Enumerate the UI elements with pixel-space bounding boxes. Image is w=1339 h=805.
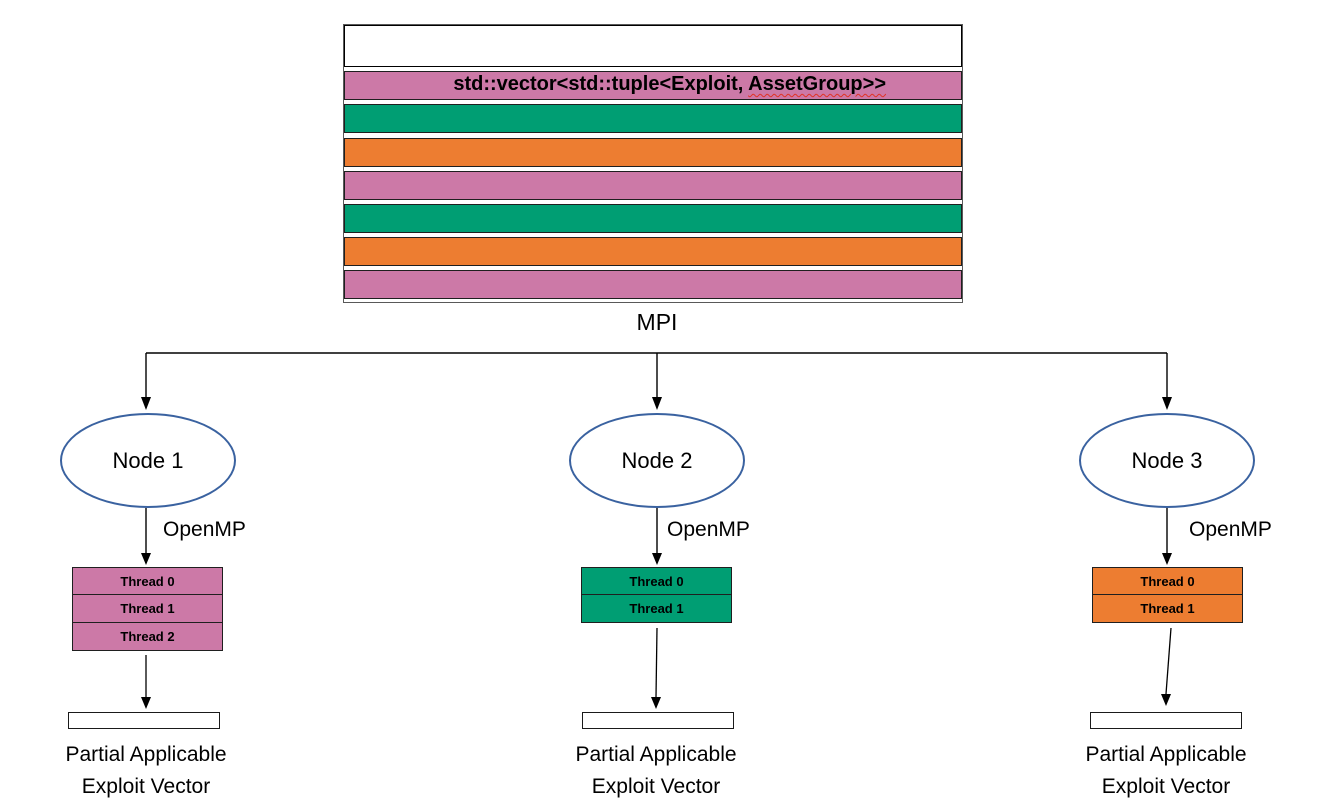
node-3-caption: Partial Applicable Exploit Vector xyxy=(1036,739,1296,803)
vector-entry-orange xyxy=(344,237,962,267)
caption-line: Exploit Vector xyxy=(1101,775,1231,798)
caption-line: Exploit Vector xyxy=(591,775,721,798)
caption-line: Partial Applicable xyxy=(65,743,227,766)
threads-to-result-arrowheads xyxy=(141,694,1171,709)
node-1-openmp-label: OpenMP xyxy=(163,518,246,541)
caption-line: Exploit Vector xyxy=(81,775,211,798)
node-2-label: Node 2 xyxy=(621,447,693,473)
mpi-branch-arrowheads xyxy=(141,397,1172,410)
node-2-ellipse: Node 2 xyxy=(569,413,745,508)
vector-entry-green xyxy=(344,104,962,134)
thread-row: Thread 2 xyxy=(72,621,223,651)
node-to-threads-arrowheads xyxy=(141,553,1172,565)
node-2-openmp-label: OpenMP xyxy=(667,518,750,541)
vector-entry-pink xyxy=(344,170,962,200)
thread-row: Thread 1 xyxy=(72,594,223,624)
caption-line: Partial Applicable xyxy=(575,743,737,766)
node-3-label: Node 3 xyxy=(1131,447,1203,473)
thread-row: Thread 1 xyxy=(1092,594,1243,624)
thread-row: Thread 0 xyxy=(72,567,223,596)
node-1-result-box xyxy=(68,712,220,729)
vector-title-spellchecked-text: AssetGroup>> xyxy=(748,73,886,95)
vector-entry-pink xyxy=(344,270,962,300)
node-to-threads-connectors xyxy=(145,508,1168,553)
node-2-result-box xyxy=(582,712,734,729)
node-3-result-box xyxy=(1090,712,1242,729)
threads-to-result-connectors xyxy=(145,627,1172,698)
vector-entries xyxy=(344,71,962,300)
thread-row: Thread 0 xyxy=(1092,567,1243,596)
node-1-label: Node 1 xyxy=(112,447,184,473)
mpi-label: MPI xyxy=(636,309,678,335)
vector-box: std::vector<std::tuple<Exploit, AssetGro… xyxy=(343,24,963,304)
node-3-ellipse: Node 3 xyxy=(1079,413,1255,508)
vector-entry-pink xyxy=(344,71,962,101)
vector-title: std::vector<std::tuple<Exploit, AssetGro… xyxy=(344,25,962,95)
node-2-caption: Partial Applicable Exploit Vector xyxy=(526,739,786,803)
node-1-ellipse: Node 1 xyxy=(60,413,236,508)
thread-row: Thread 1 xyxy=(581,594,732,624)
node-3-openmp-label: OpenMP xyxy=(1189,518,1272,541)
vector-entry-orange xyxy=(344,137,962,167)
vector-entry-green xyxy=(344,203,962,233)
caption-line: Partial Applicable xyxy=(1085,743,1247,766)
node-1-caption: Partial Applicable Exploit Vector xyxy=(16,739,276,803)
mpi-branch-connector xyxy=(145,352,1168,397)
thread-row: Thread 0 xyxy=(581,567,732,596)
vector-title-text: std::vector<std::tuple<Exploit, xyxy=(453,73,749,95)
